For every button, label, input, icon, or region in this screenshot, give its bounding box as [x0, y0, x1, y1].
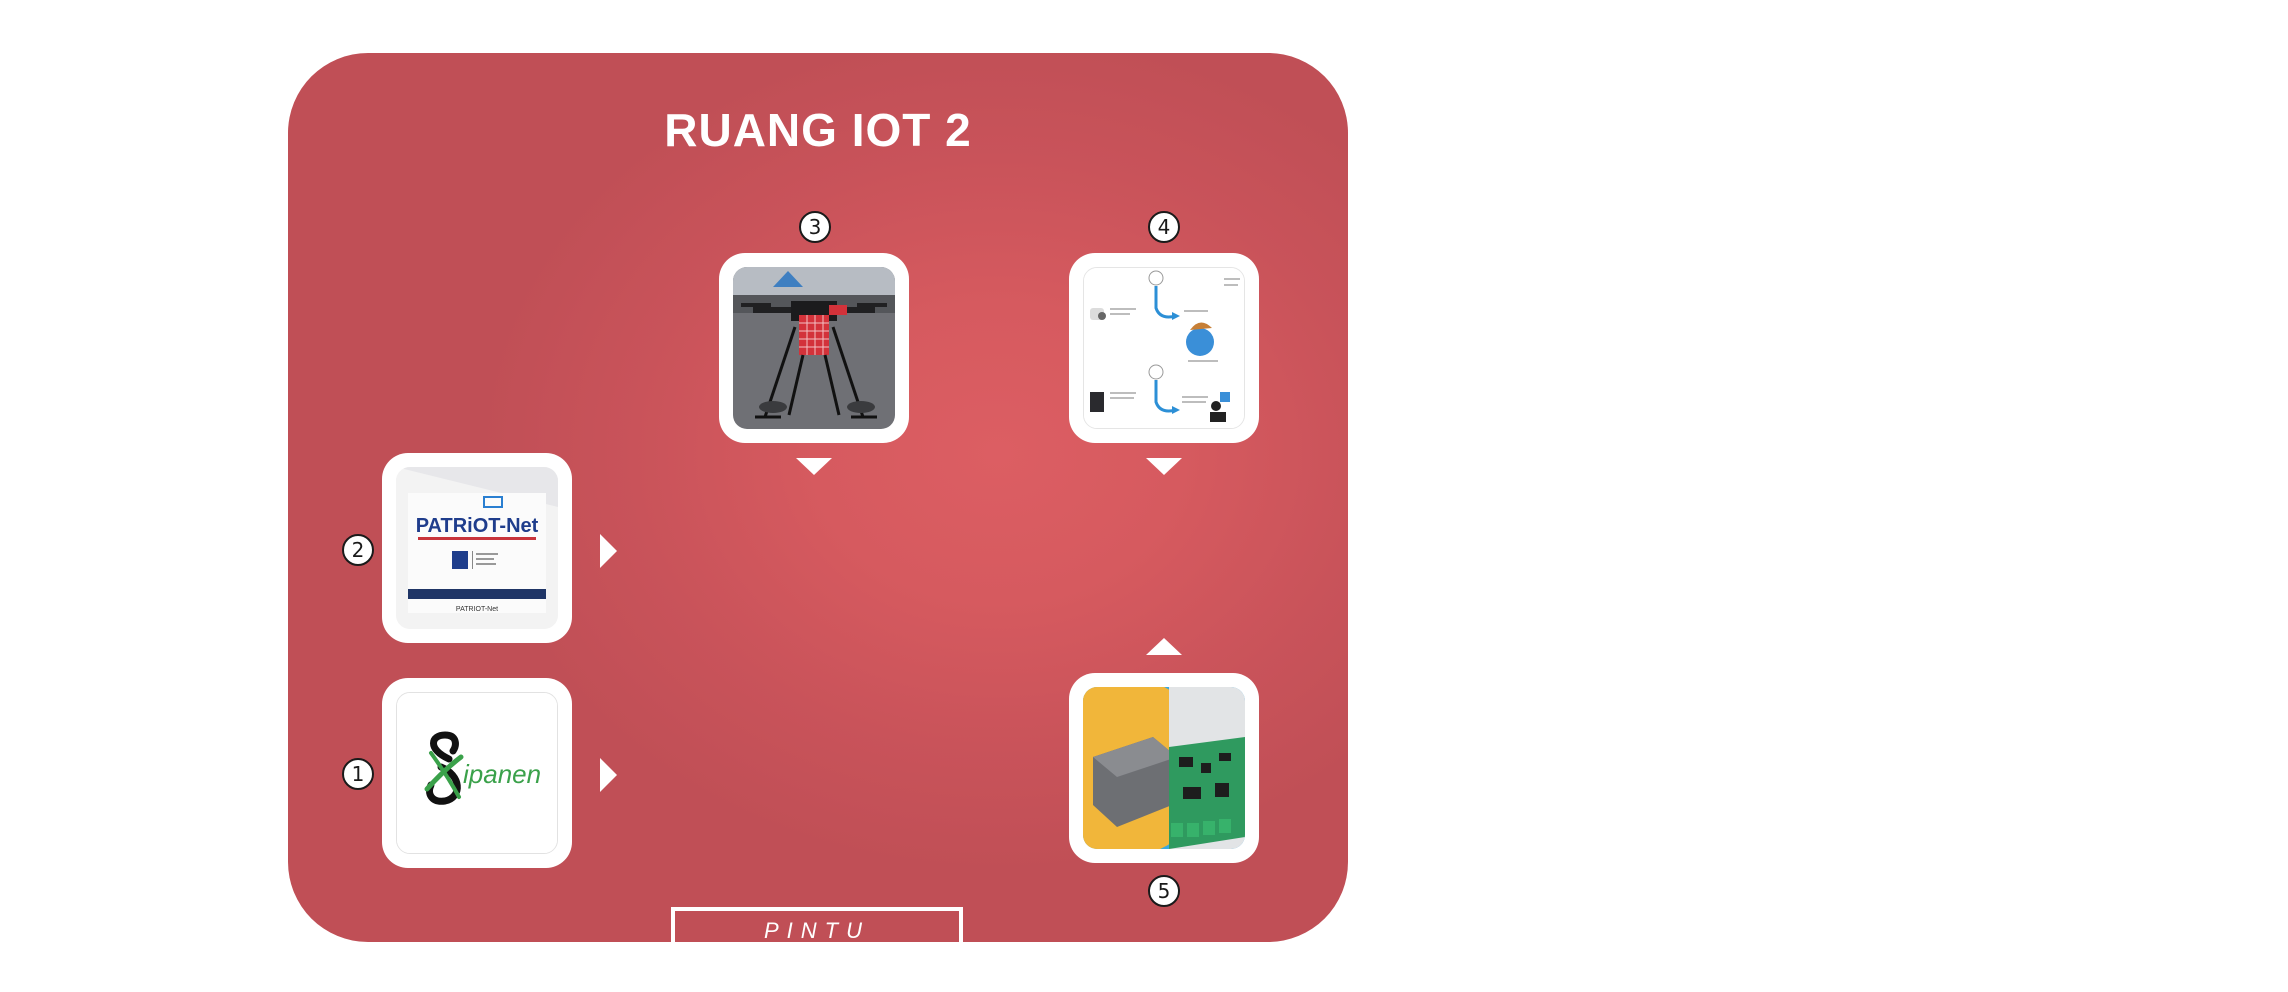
patriot-net-caption: PATRIOT-Net [456, 606, 498, 613]
room-title: RUANG IOT 2 [664, 104, 972, 156]
station-number-2: 2 [342, 534, 374, 566]
flow-arrow-up-5 [1146, 638, 1182, 655]
station-3[interactable] [719, 253, 909, 443]
room-floorplan: RUANG IOT 2 3 [288, 53, 1348, 951]
door-label: PINTU [671, 907, 963, 951]
station-1[interactable]: ipanen [382, 678, 572, 868]
drone-photo-image [733, 267, 895, 429]
station-4[interactable] [1069, 253, 1259, 443]
flow-arrow-right-1 [600, 758, 617, 792]
patriot-net-image: PATRiOT-Net PATRIOT-Net [396, 467, 558, 629]
flow-arrow-down-3 [796, 458, 832, 475]
station-number-4: 4 [1148, 211, 1180, 243]
station-number-3: 3 [799, 211, 831, 243]
flow-arrow-down-4 [1146, 458, 1182, 475]
sipanen-logo-image: ipanen [396, 692, 558, 854]
station-number-5: 5 [1148, 875, 1180, 907]
sipanen-logo-text: ipanen [463, 759, 541, 789]
station-number-1: 1 [342, 758, 374, 790]
iot-device-image [1083, 687, 1245, 849]
system-diagram-image [1083, 267, 1245, 429]
station-5[interactable] [1069, 673, 1259, 863]
patriot-net-logo-text: PATRiOT-Net [416, 515, 539, 537]
station-2[interactable]: PATRiOT-Net PATRIOT-Net [382, 453, 572, 643]
flow-arrow-right-2 [600, 534, 617, 568]
